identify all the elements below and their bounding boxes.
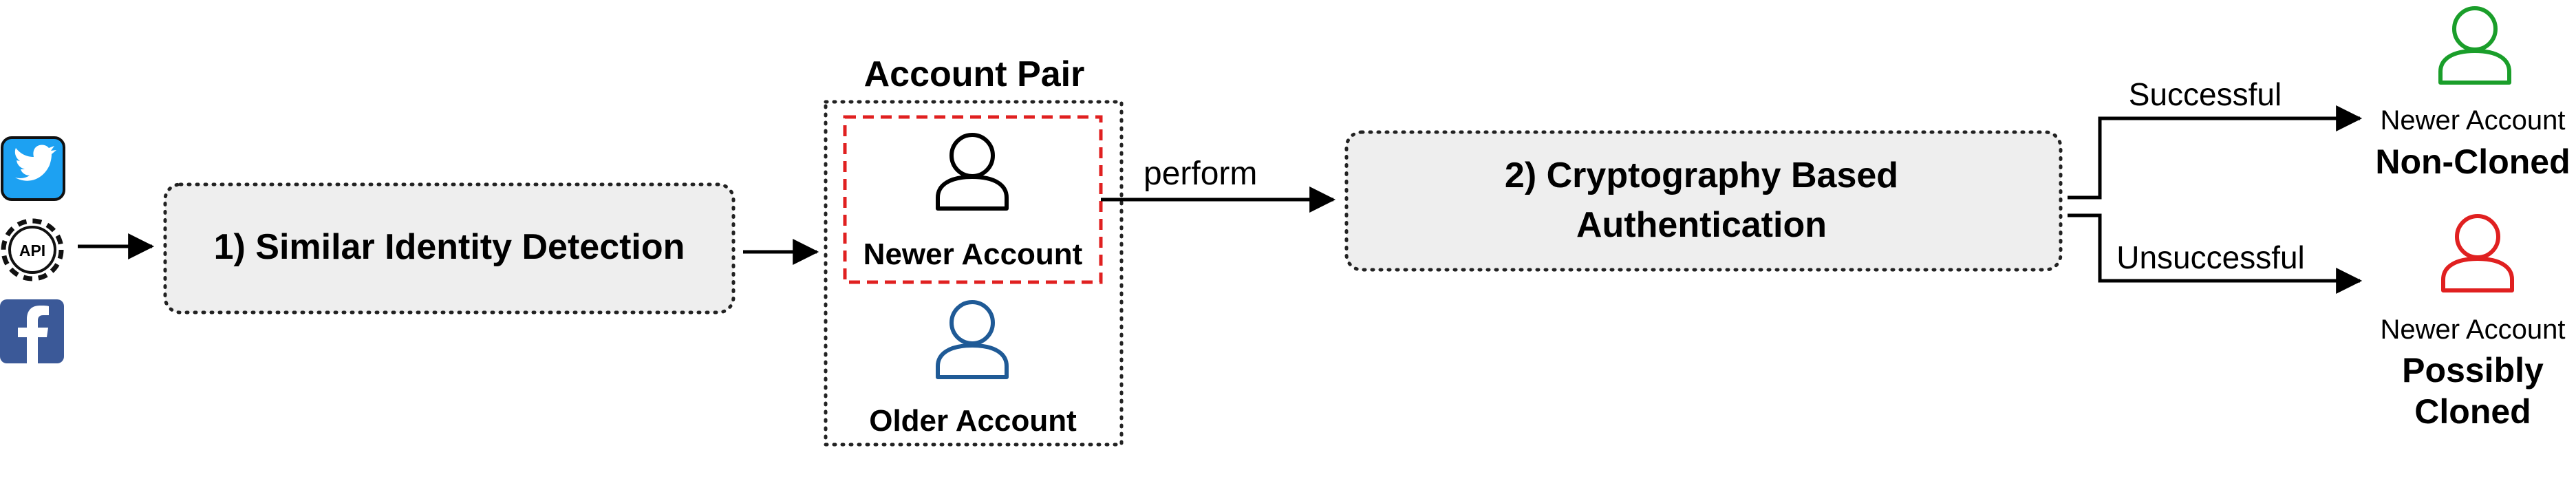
- arrow-unsuccessful: [2068, 213, 2363, 294]
- outcome-possibly-cloned: Newer Account Possibly Cloned: [2380, 214, 2566, 431]
- step2-label-line2: Authentication: [1576, 205, 1827, 245]
- api-gear-icon: API: [1, 218, 64, 281]
- fail-result-line1: Possibly: [2402, 351, 2544, 390]
- step2-cryptography-authentication: 2) Cryptography Based Authentication: [1344, 130, 2063, 272]
- fail-user-icon: [2441, 214, 2514, 292]
- account-pair-group: Account Pair Newer Account Older Account: [824, 54, 1124, 447]
- step2-label-line1: 2) Cryptography Based: [1505, 156, 1898, 195]
- account-pair-title: Account Pair: [864, 54, 1085, 94]
- older-account-label: Older Account: [869, 404, 1077, 438]
- facebook-icon: [0, 299, 64, 363]
- step1-similar-identity-detection: 1) Similar Identity Detection: [163, 182, 736, 315]
- outcome-non-cloned: Newer Account Non-Cloned: [2375, 6, 2570, 181]
- fail-caption: Newer Account: [2380, 315, 2565, 345]
- step1-label: 1) Similar Identity Detection: [214, 227, 685, 267]
- fail-result-line2: Cloned: [2414, 392, 2531, 431]
- success-user-icon: [2438, 6, 2511, 85]
- unsuccessful-label: Unsuccessful: [2116, 239, 2305, 275]
- success-caption: Newer Account: [2380, 105, 2565, 136]
- success-result: Non-Cloned: [2375, 142, 2570, 181]
- successful-label: Successful: [2129, 76, 2282, 112]
- twitter-icon: [1, 136, 65, 201]
- older-account-user-icon: [936, 300, 1009, 379]
- perform-label: perform: [1144, 156, 1257, 192]
- newer-account-highlight: [843, 115, 1103, 284]
- api-label: API: [19, 242, 45, 259]
- newer-account-user-icon: [936, 133, 1009, 211]
- newer-account-label: Newer Account: [863, 237, 1083, 271]
- arrow-successful: [2068, 105, 2363, 200]
